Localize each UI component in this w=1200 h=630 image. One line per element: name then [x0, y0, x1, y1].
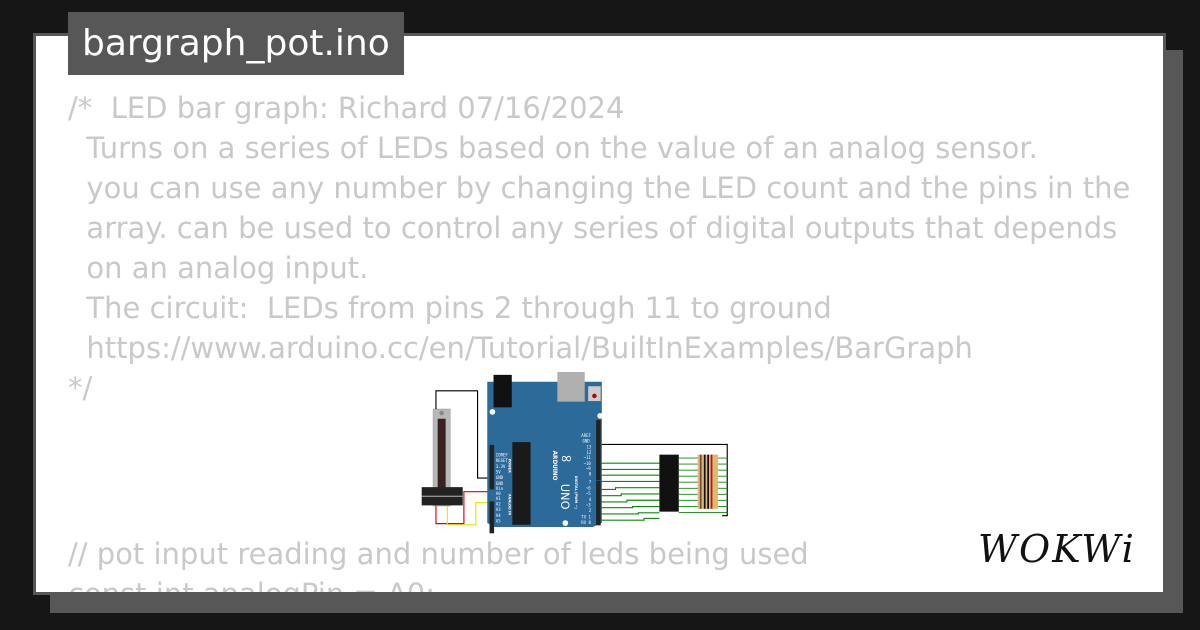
pin-label: 4: [589, 497, 592, 502]
board-model: UNO: [558, 484, 572, 510]
code-line: */: [68, 371, 93, 405]
pin-label: ~11: [584, 455, 592, 460]
file-title: bargraph_pot.ino: [68, 12, 404, 75]
pin-label: 2: [589, 508, 592, 513]
pin-label: TX 1: [581, 514, 591, 519]
pin-label: RX 0: [581, 520, 591, 525]
pin-label: Vin: [496, 486, 504, 491]
pin-label: 7: [589, 480, 592, 485]
resistor-band: [710, 454, 713, 509]
pin-label: A4: [496, 513, 501, 518]
pin-label: 13: [586, 444, 591, 449]
arduino-uno: IOREF RESET 3.3V 5V GND GND Vin A0 A1 A2…: [487, 372, 603, 534]
pin-label: GND: [496, 475, 504, 480]
led-bar-graph: [659, 454, 679, 512]
code-line: The circuit: LEDs from pins 2 through 11…: [68, 291, 832, 325]
pin-label: ~6: [586, 485, 591, 490]
code-line: Turns on a series of LEDs based on the v…: [68, 131, 1038, 165]
pin-label: IOREF: [496, 452, 509, 457]
digital-label: DIGITAL (PWM ~): [574, 476, 578, 509]
power-label: POWER: [507, 459, 511, 473]
pin-label: ~9: [586, 466, 591, 471]
resistor-band: [714, 454, 717, 509]
pin-label: RESET: [496, 458, 509, 463]
code-line: https://www.arduino.cc/en/Tutorial/Built…: [68, 331, 973, 365]
code-line: /* LED bar graph: Richard 07/16/2024: [68, 91, 625, 125]
code-line: array. can be used to control any series…: [68, 211, 1118, 245]
resistor-band: [699, 454, 702, 509]
pin-label: A1: [496, 496, 501, 501]
pin-label: ~5: [586, 491, 591, 496]
pin-label: ~3: [586, 503, 591, 508]
pin-label: A3: [496, 507, 501, 512]
preview-card: /* LED bar graph: Richard 07/16/2024 Tur…: [33, 33, 1166, 595]
resistors: [678, 454, 728, 513]
pin-label: ~10: [584, 461, 592, 466]
wires: [435, 390, 728, 526]
resistor-band: [703, 454, 706, 509]
board-brand: ARDUINO: [551, 451, 557, 481]
potentiometer: [421, 408, 463, 507]
resistor-band: [707, 454, 709, 509]
arduino-logo-icon: ∞: [560, 450, 572, 467]
pin-label: 8: [589, 472, 592, 477]
wokwi-logo: WOKWi: [978, 527, 1136, 571]
pin-label: A2: [496, 501, 501, 506]
wokwi-logo-text: WOKWi: [978, 527, 1136, 571]
pin-label: AREF: [581, 433, 591, 438]
code-line: const int analogPin = A0;: [68, 577, 436, 595]
pin-label: 12: [586, 450, 591, 455]
pin-label: A5: [496, 518, 501, 523]
code-line: // pot input reading and number of leds …: [68, 537, 809, 571]
pin-label: GND: [582, 439, 590, 444]
pin-label: GND: [496, 481, 504, 486]
pin-label: 3.3V: [496, 464, 506, 469]
pin-label: 5V: [496, 469, 501, 474]
code-line: you can use any number by changing the L…: [68, 171, 1131, 205]
analog-label: ANALOG IN: [507, 494, 511, 515]
code-line: on an analog input.: [68, 251, 369, 285]
pin-label: A0: [496, 491, 501, 496]
